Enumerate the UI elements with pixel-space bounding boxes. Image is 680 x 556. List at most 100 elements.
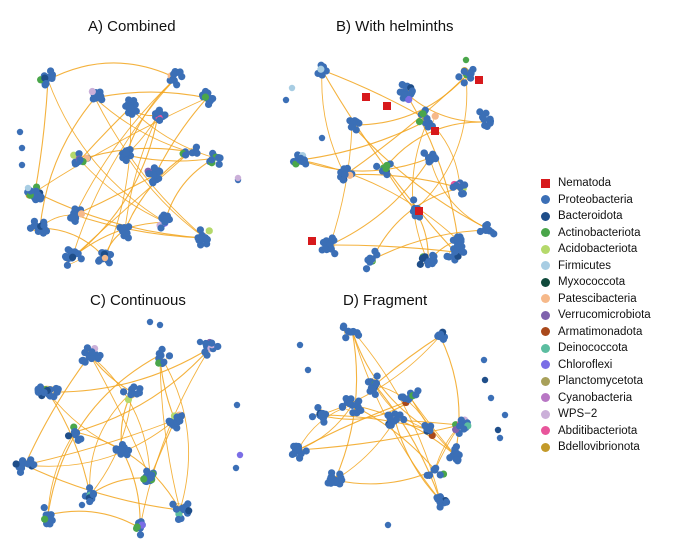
network-edge <box>159 354 189 511</box>
network-node <box>458 248 466 256</box>
network-node <box>425 471 434 479</box>
network-edge <box>299 157 431 172</box>
network-node <box>16 468 25 476</box>
network-node <box>182 151 190 159</box>
panel-title-d: D) Fragment <box>343 292 428 309</box>
legend-label: Acidobacteriota <box>558 243 638 256</box>
network-node <box>418 254 427 263</box>
network-edge <box>351 404 456 456</box>
network-node <box>88 348 96 356</box>
network-node <box>338 403 347 411</box>
legend-item: Firmicutes <box>541 258 680 275</box>
legend-swatch <box>541 393 550 403</box>
network-edge <box>329 244 456 253</box>
network-node <box>346 400 354 408</box>
network-node <box>318 410 326 418</box>
network-node <box>118 227 127 235</box>
network-node <box>373 162 381 170</box>
network-node <box>172 505 181 513</box>
legend-item: Armatimonadota <box>541 324 680 341</box>
network-edge <box>321 69 346 176</box>
network-node <box>34 385 42 393</box>
nematoda-node <box>308 237 316 245</box>
network-node <box>460 425 468 433</box>
legend-label: Cyanobacteria <box>558 391 633 404</box>
network-node <box>451 248 459 256</box>
network-node <box>97 92 105 100</box>
legend-swatch <box>541 294 550 304</box>
network-edge <box>344 173 461 189</box>
network-edge <box>24 419 176 467</box>
network-node <box>338 476 346 484</box>
network-node <box>203 351 211 359</box>
network-node <box>386 415 394 423</box>
network-node <box>308 413 317 421</box>
network-node <box>123 451 131 459</box>
network-node <box>420 149 428 157</box>
network-edge <box>299 159 459 241</box>
network-node <box>30 217 38 225</box>
network-node <box>304 366 312 374</box>
legend-item: Actinobacteriota <box>541 225 680 242</box>
network-node <box>294 446 303 454</box>
network-node <box>456 183 464 191</box>
network-node <box>215 160 223 168</box>
network-edge <box>319 335 441 416</box>
network-node <box>89 95 97 103</box>
legend-swatch <box>541 228 550 238</box>
network-node <box>476 108 484 116</box>
network-node <box>317 65 325 73</box>
legend-label: Proteobacteria <box>558 193 633 206</box>
network-edge <box>299 119 429 161</box>
network-edge <box>89 354 151 479</box>
network-node <box>30 461 38 469</box>
network-node <box>41 74 49 82</box>
legend-label: Deinococcota <box>558 342 628 355</box>
network-edge <box>89 391 133 496</box>
legend-label: Myxococcota <box>558 276 626 289</box>
network-node <box>419 110 427 118</box>
network-nodes <box>12 56 509 539</box>
network-edge <box>334 469 436 485</box>
network-node <box>12 460 20 468</box>
network-node <box>161 218 169 226</box>
network-node <box>322 245 330 253</box>
panel-title-c: C) Continuous <box>90 292 186 309</box>
network-edge <box>47 347 211 393</box>
network-edge <box>159 354 181 511</box>
network-edge <box>297 399 413 451</box>
network-node <box>467 74 475 82</box>
network-node <box>405 95 413 104</box>
network-node <box>233 401 241 409</box>
network-node <box>68 213 76 221</box>
network-node <box>178 504 186 512</box>
network-node <box>88 354 96 363</box>
legend-label: Armatimonadota <box>558 325 643 338</box>
legend-item: Myxococcota <box>541 274 680 291</box>
network-node <box>208 156 216 164</box>
network-edge <box>329 157 431 246</box>
legend-swatch <box>541 327 550 337</box>
nematoda-node <box>362 93 370 101</box>
legend-item: Proteobacteria <box>541 192 680 209</box>
network-node <box>116 445 125 453</box>
network-node <box>446 454 454 462</box>
network-node <box>486 115 494 123</box>
network-node <box>125 96 133 104</box>
legend-swatch <box>541 261 550 271</box>
panel-title-a: A) Combined <box>88 18 176 35</box>
network-edge <box>74 431 181 511</box>
network-node <box>454 236 462 244</box>
network-node <box>201 93 210 101</box>
network-edge <box>34 191 206 239</box>
network-node <box>340 165 348 173</box>
legend-label: Patescibacteria <box>558 292 637 305</box>
legend-label: Verrucomicrobiota <box>558 309 651 322</box>
network-node <box>215 154 223 162</box>
network-edge <box>154 97 208 176</box>
network-node <box>18 144 26 152</box>
network-node <box>214 342 222 351</box>
network-node <box>480 356 488 364</box>
network-edge <box>394 419 441 501</box>
network-node <box>366 387 374 395</box>
